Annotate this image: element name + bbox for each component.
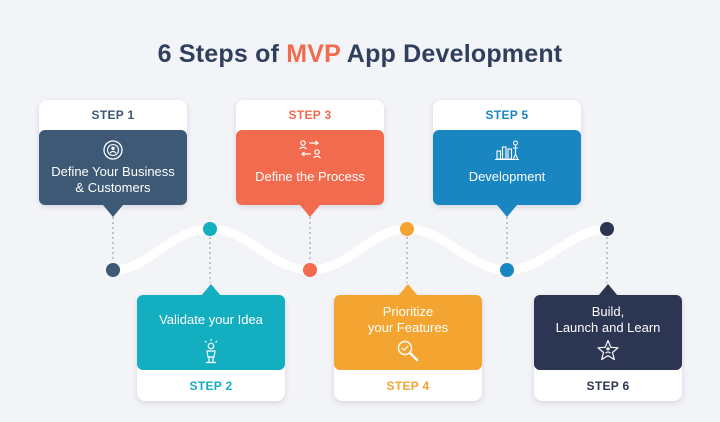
target-person-icon: [103, 140, 123, 160]
idea-presenter-icon: [204, 339, 218, 364]
step-1-card: STEP 1 Define Your Business & Customers: [39, 100, 187, 217]
title-highlight: MVP: [286, 40, 341, 68]
step-label: STEP 2: [189, 379, 233, 393]
step-2-pointer: [201, 284, 221, 296]
step-6-body: Build, Launch and Learn: [534, 295, 682, 370]
page-title: 6 Steps of MVP App Development: [0, 40, 720, 69]
step-6-pointer: [598, 284, 618, 296]
dot-step-5: [500, 263, 514, 277]
step-2-card: Validate your Idea STEP 2: [137, 284, 285, 401]
step-4-card: Prioritize your Features STEP 4: [334, 284, 482, 401]
magnifier-check-icon: [397, 340, 419, 362]
step-1-pointer: [103, 205, 123, 217]
process-exchange-icon: [299, 140, 321, 159]
step-4-body: Prioritize your Features: [334, 295, 482, 370]
dot-step-3: [303, 263, 317, 277]
step-3-body: Define the Process: [236, 130, 384, 205]
step-2-text-line-1: Validate your Idea: [159, 312, 263, 327]
step-label: STEP 3: [288, 108, 332, 122]
step-label: STEP 6: [586, 379, 630, 393]
step-1-text-line-1: Define Your Business: [51, 164, 175, 179]
step-4-pointer: [398, 284, 418, 296]
bar-chart-person-icon: [495, 140, 519, 161]
step-1-text-line-2: & Customers: [75, 180, 151, 195]
wave-line: [108, 224, 612, 275]
step-3-text-line-1: Define the Process: [255, 169, 365, 184]
step-5-pointer: [497, 205, 517, 217]
step-6-text-line-2: Launch and Learn: [555, 320, 661, 335]
dot-step-4: [400, 222, 414, 236]
step-6-card: Build, Launch and Learn STEP 6: [534, 284, 682, 401]
step-5-text-line-1: Development: [468, 169, 546, 184]
step-4-text-line-2: your Features: [367, 320, 449, 335]
title-prefix: 6 Steps of: [157, 40, 287, 68]
step-4-text-line-1: Prioritize: [382, 304, 434, 319]
step-label: STEP 4: [386, 379, 430, 393]
step-6-text-line-1: Build,: [591, 304, 625, 319]
dot-step-2: [203, 222, 217, 236]
step-1-body: Define Your Business & Customers: [39, 130, 187, 205]
dot-step-1: [106, 263, 120, 277]
step-5-card: STEP 5 Development: [433, 100, 581, 217]
star-person-icon: [597, 339, 619, 361]
dot-step-6: [600, 222, 614, 236]
step-label: STEP 5: [485, 108, 529, 122]
step-5-body: Development: [433, 130, 581, 205]
step-3-card: STEP 3 Define the Process: [236, 100, 384, 217]
step-label: STEP 1: [91, 108, 135, 122]
step-3-pointer: [300, 205, 320, 217]
step-2-body: Validate your Idea: [137, 295, 285, 370]
title-suffix: App Development: [340, 40, 563, 68]
